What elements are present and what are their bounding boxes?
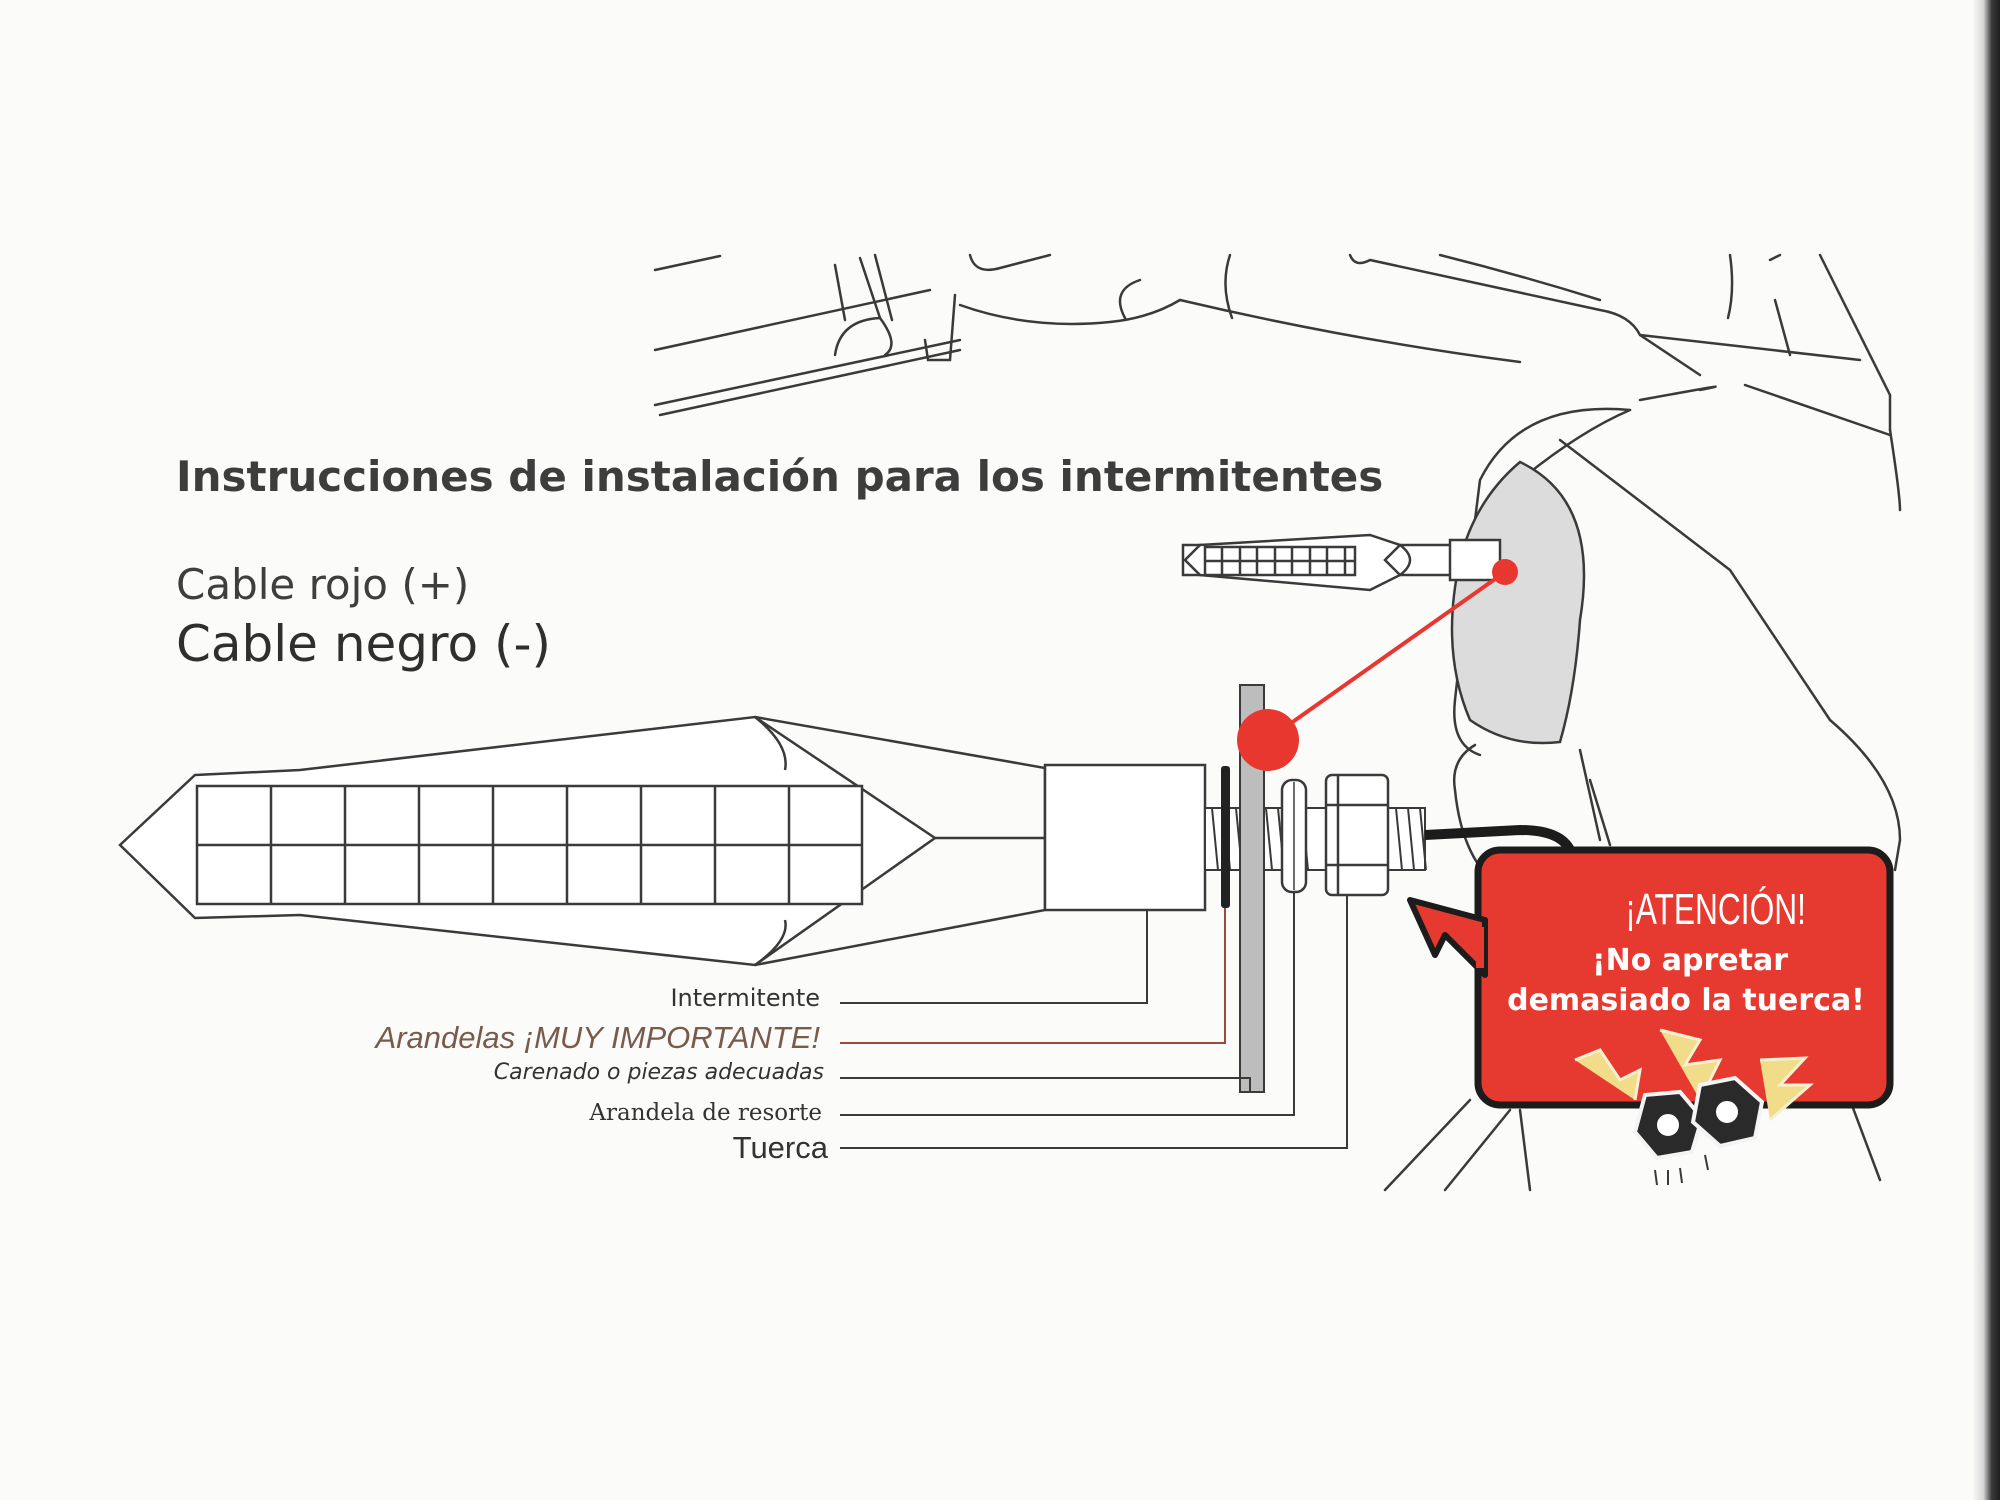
black-cable [1424,824,1575,853]
warning-line-1: ¡No apretar [1591,943,1789,978]
red-pointer-dot-small [1492,559,1518,585]
lightning-icon [1574,1048,1642,1101]
indicator-large [118,715,1207,967]
label-arandelas: Arandelas ¡MUY IMPORTANTE! [375,1020,820,1055]
warning-arrow-icon [1407,897,1488,978]
red-pointer-line [1268,570,1507,740]
leader-resorte [840,892,1295,1116]
leader-arandelas [840,908,1226,1044]
threaded-stud [1204,807,1427,871]
lightning-icon [1759,1056,1814,1122]
red-pointer-dot-large [1237,709,1299,771]
label-intermitente: Intermitente [670,984,820,1012]
leader-tuerca [840,895,1348,1149]
leader-lines [840,892,1348,1149]
warning-line-2: demasiado la tuerca! [1507,983,1865,1018]
washer-black [1221,766,1230,908]
leader-carenado [840,1077,1251,1092]
cable-red-label: Cable rojo (+) [176,560,470,609]
page-title: Instrucciones de instalación para los in… [176,452,1384,501]
leader-intermitente [840,910,1148,1004]
nut [1324,773,1390,897]
motorcycle-sketch [653,253,1902,1192]
label-tuerca: Tuerca [732,1130,828,1165]
warning-title: ¡ATENCIÓN! [1625,885,1806,934]
lamp-housing [1450,460,1586,745]
mounted-indicator [1181,533,1502,592]
cable-black-label: Cable negro (-) [176,615,552,673]
warning-callout [1407,846,1894,1186]
label-arandela-resorte: Arandela de resorte [589,1100,822,1126]
label-carenado: Carenado o piezas adecuadas [493,1060,824,1085]
nuts-icon [1632,1075,1765,1161]
image-edge-shadow [1972,0,2000,1500]
